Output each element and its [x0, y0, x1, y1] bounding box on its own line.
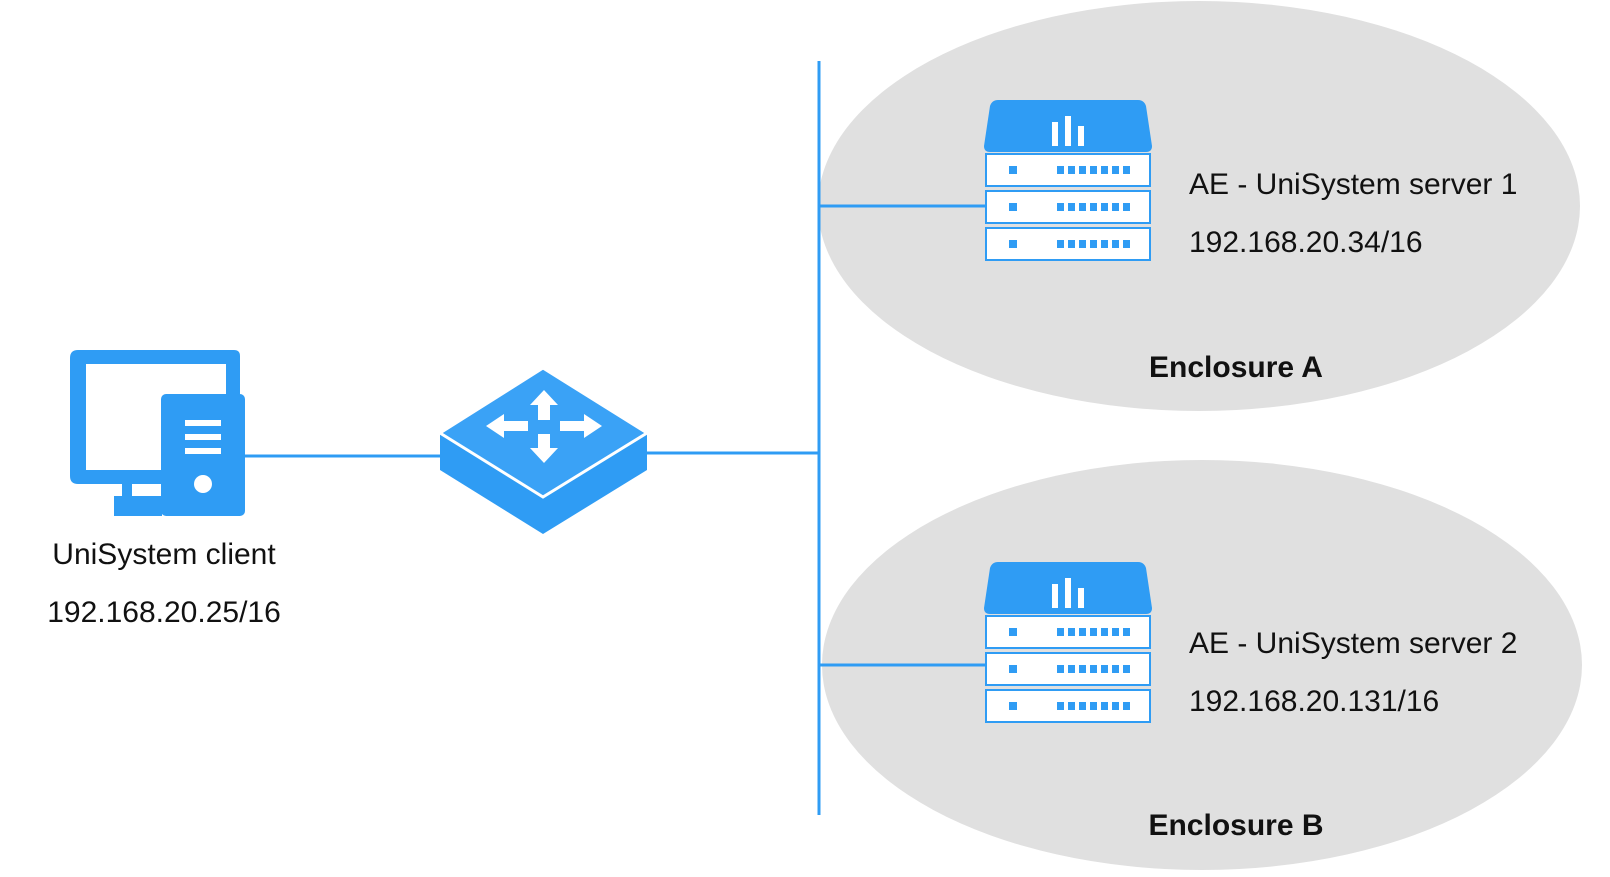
server-rack-icon [984, 100, 1152, 260]
network-links [244, 61, 986, 815]
enclosure-b-label: Enclosure B [1148, 809, 1324, 842]
client-name: UniSystem client [52, 538, 276, 571]
client-ip: 192.168.20.25/16 [47, 596, 281, 629]
server2-name: AE - UniSystem server 2 [1189, 627, 1518, 660]
server2-ip: 192.168.20.131/16 [1189, 685, 1440, 718]
enclosure-a-label: Enclosure A [1149, 351, 1323, 384]
network-switch-icon [437, 366, 650, 534]
server1-ip: 192.168.20.34/16 [1189, 226, 1423, 259]
server-rack-icon [984, 562, 1152, 722]
server1-name: AE - UniSystem server 1 [1189, 168, 1518, 201]
desktop-computer-icon [70, 350, 245, 516]
